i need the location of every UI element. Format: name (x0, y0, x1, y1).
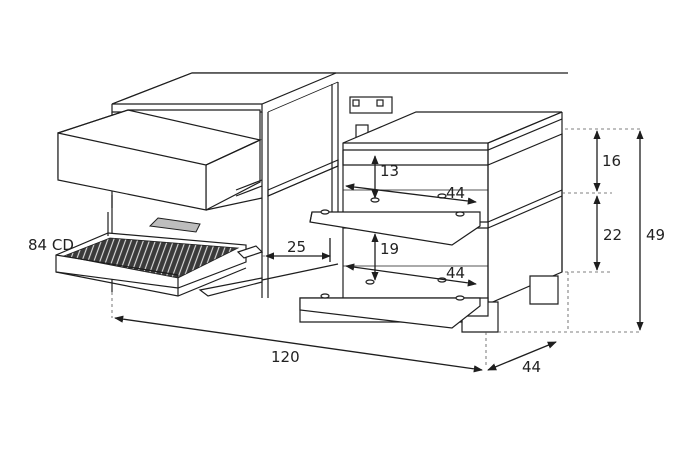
upper-drawer (57, 109, 262, 211)
left-bay-runner-low (235, 185, 263, 197)
center-shelf-lower (267, 165, 339, 197)
side-split-line-low (487, 195, 563, 229)
drawer-side (205, 139, 261, 211)
lower-section-label: 22 (603, 226, 622, 244)
center-divider-top (267, 81, 339, 113)
upper-flap-hinge-left (320, 209, 330, 215)
cd-drawer-front-bottom (55, 267, 247, 297)
cable-port-hole-right (376, 99, 384, 107)
depth-label: 44 (522, 358, 541, 376)
cd-drawer-front-top (55, 254, 179, 276)
upper-section-label: 16 (602, 152, 621, 170)
dimension-arrows (114, 130, 644, 373)
lower-flap (299, 297, 481, 329)
cd-rack-grille (62, 237, 240, 279)
lower-clearance-label: 19 (380, 240, 399, 258)
lower-flap-hinge-right (455, 295, 465, 301)
cd-capacity-label: 84 CD (28, 236, 74, 254)
cable-port (349, 96, 393, 114)
lower-shelf-pin-left (365, 279, 375, 285)
upper-width-label: 44 (446, 184, 465, 202)
total-height-label: 49 (646, 226, 665, 244)
upper-clearance-label: 13 (380, 162, 399, 180)
cd-drawer (55, 212, 264, 297)
lower-width-arrow (345, 263, 477, 287)
drawer-depth-label: 25 (287, 238, 306, 256)
upper-shelf-pin-left (370, 197, 380, 203)
upper-flap-hinge-right (455, 211, 465, 217)
lower-width-label: 44 (446, 264, 465, 282)
side-split-line (487, 189, 563, 223)
left-top-slab (111, 72, 337, 105)
upper-flap-edge (309, 211, 313, 223)
left-bay-inner-shelf (205, 197, 263, 211)
cabinet-body (111, 72, 568, 298)
dimension-labels: 84 CD 120 44 49 16 22 13 19 44 44 25 (28, 152, 665, 376)
bottom-back-edge-left (261, 263, 339, 281)
upper-width-arrow (345, 183, 477, 205)
drop-flaps (299, 193, 481, 329)
left-bay-runner (235, 179, 263, 191)
cd-drawer-slide-end (236, 245, 264, 259)
center-shelf (267, 159, 339, 197)
back-foot (529, 275, 559, 305)
depth-arrow (487, 341, 557, 371)
plinth-left (198, 277, 263, 297)
cable-port-hole-left (352, 99, 360, 107)
cd-drawer-runner (148, 217, 201, 233)
lower-flap-hinge-left (320, 293, 330, 299)
total-width-label: 120 (271, 348, 300, 366)
total-width-arrow (114, 315, 483, 373)
